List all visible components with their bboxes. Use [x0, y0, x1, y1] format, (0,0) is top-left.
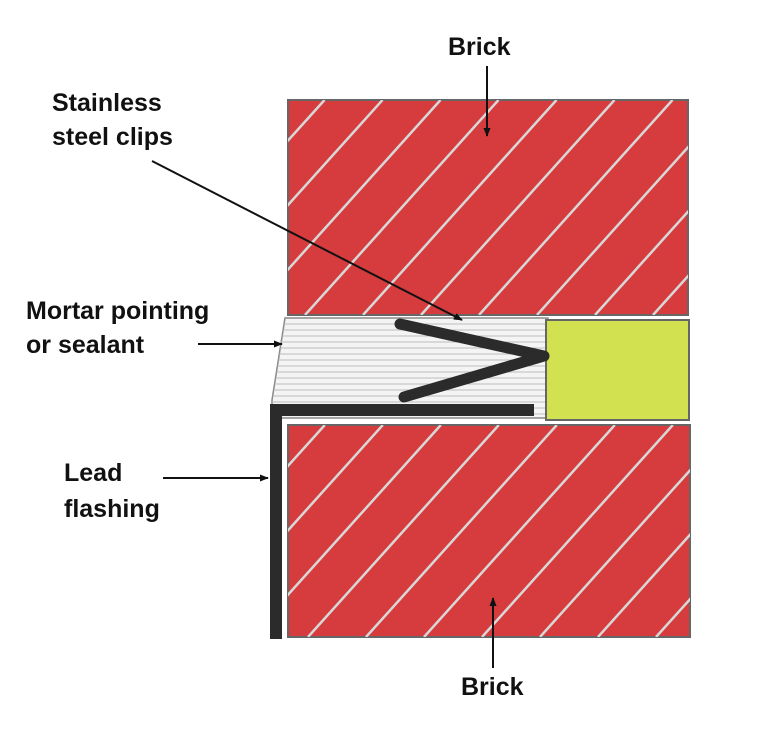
hatch-line [76, 425, 267, 637]
bottom-brick [287, 424, 691, 638]
hatch-line [423, 425, 616, 637]
hatch-line [288, 100, 442, 272]
top-brick-hatching [288, 100, 768, 315]
hatch-line [714, 425, 768, 637]
label-lead-line2: flashing [64, 495, 160, 523]
leader-steel-clips [151, 160, 463, 321]
hatch-line [288, 100, 326, 143]
lead-flashing [270, 404, 534, 639]
hatch-line [711, 100, 768, 315]
hatch-line [288, 425, 384, 533]
hatch-line [478, 100, 674, 315]
hatch-line [288, 100, 384, 207]
hatch-line [655, 597, 690, 637]
hatch-line [420, 100, 616, 315]
hatch-line [481, 425, 674, 637]
bottom-brick-hatching [76, 425, 768, 637]
label-brick-bottom: Brick [461, 673, 524, 701]
hatch-line [288, 425, 326, 468]
stainless-steel-clip [394, 318, 550, 403]
label-stainless-line2: steel clips [52, 123, 173, 151]
hatch-line [652, 274, 688, 315]
label-brick-top: Brick [448, 33, 511, 61]
label-mortar-line1: Mortar pointing [26, 297, 210, 325]
hatch-line [307, 425, 500, 637]
label-lead-line1: Lead [64, 459, 123, 487]
hatch-line [597, 532, 690, 637]
label-stainless-line1: Stainless [52, 89, 162, 117]
sealant-block [545, 319, 690, 421]
hatch-line [288, 425, 442, 597]
label-mortar-line2: or sealant [26, 331, 145, 359]
hatch-line [539, 468, 690, 637]
hatch-line [365, 425, 558, 637]
hatch-line [304, 100, 500, 315]
hatch-line [536, 145, 688, 315]
hatch-line [594, 209, 688, 315]
hatch-line [362, 100, 558, 315]
